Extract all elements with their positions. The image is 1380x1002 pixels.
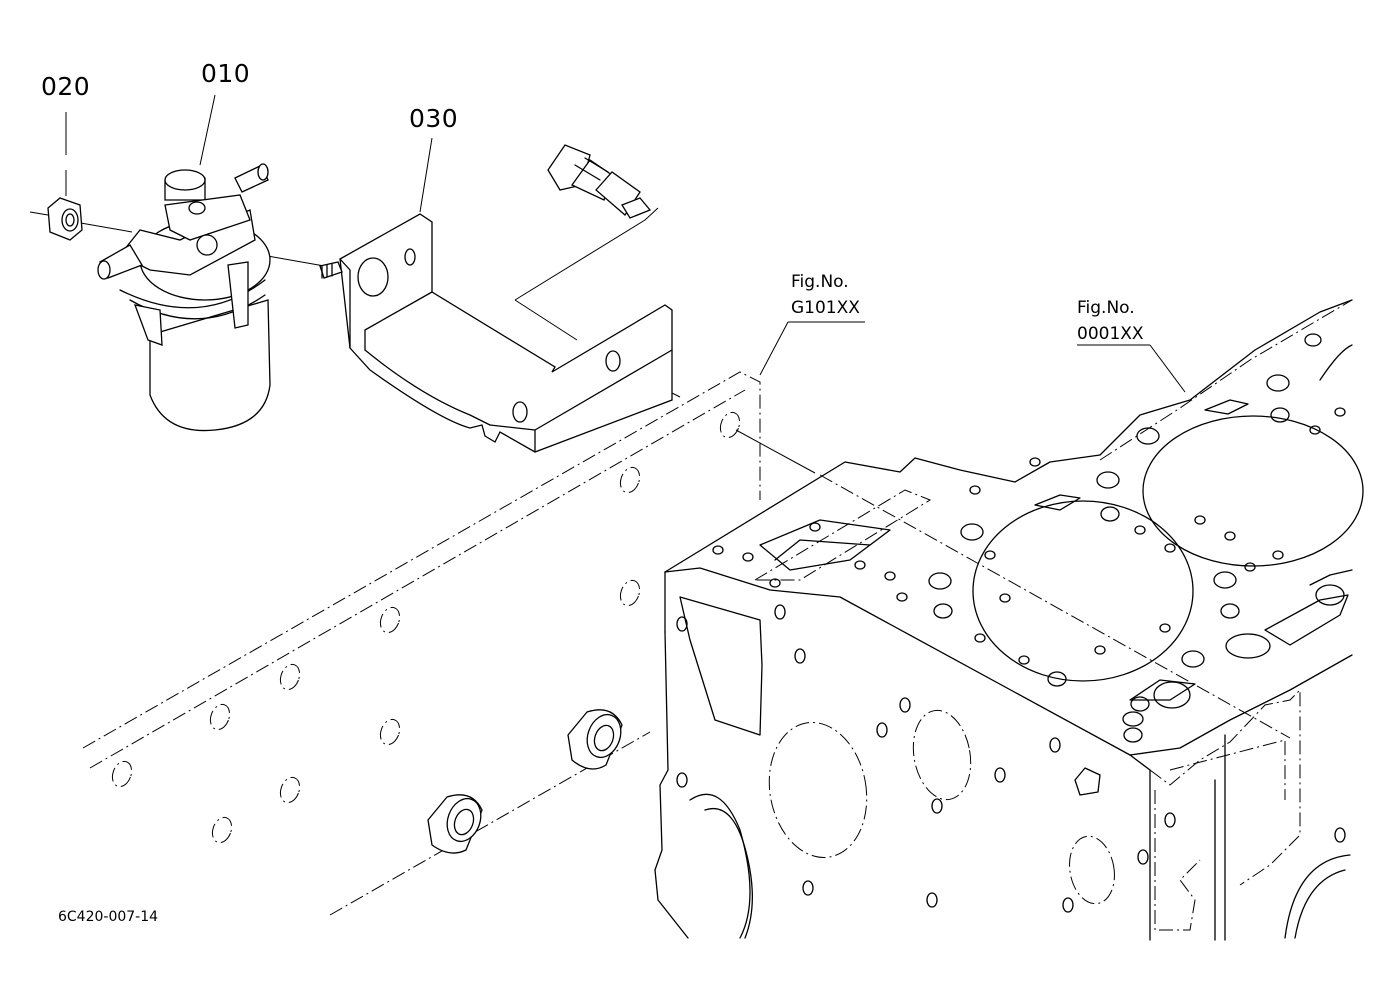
- bushing-icon: [427, 794, 483, 854]
- fig-ref-1-line1: Fig.No.: [791, 272, 849, 292]
- fig-ref-1-line2: G101XX: [791, 298, 860, 318]
- nut-icon: [47, 197, 83, 241]
- bolt-icon: [319, 261, 343, 279]
- diagram-code: 6C420-007-14: [58, 909, 159, 925]
- part-number-020: 020: [41, 72, 91, 101]
- fig-ref-2-line2: 0001XX: [1077, 324, 1144, 344]
- fuel-filter-icon: [97, 163, 271, 432]
- part-number-010: 010: [201, 59, 251, 88]
- bracket-icon: [339, 213, 673, 453]
- gasket-icon: [753, 299, 1353, 931]
- engine-block-icon: [654, 299, 1353, 941]
- label-leaders: [65, 94, 1186, 393]
- hose-fitting-icon: [547, 144, 652, 219]
- fig-ref-2-line1: Fig.No.: [1077, 298, 1135, 318]
- part-number-030: 030: [409, 104, 459, 133]
- gasket-icon: [712, 333, 1364, 743]
- frame-plate: [82, 371, 761, 916]
- bushing-icon: [567, 709, 623, 770]
